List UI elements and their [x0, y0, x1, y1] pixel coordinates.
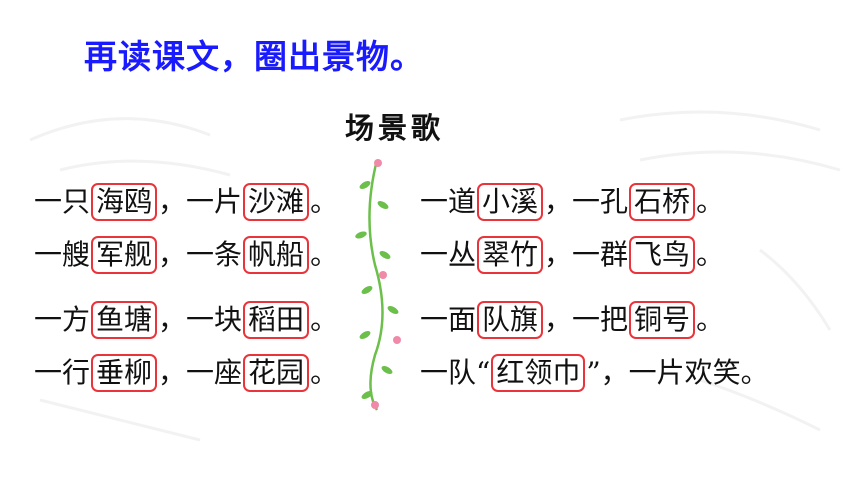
poem-line-left-3: 一方鱼塘，一块稻田。 [34, 300, 338, 340]
circled-scene-word: 稻田 [243, 301, 310, 339]
poem-line-right-3: 一面队旗，一把铜号。 [420, 300, 724, 340]
circled-scene-word: 垂柳 [91, 354, 158, 392]
circled-scene-word: 红领巾 [491, 354, 586, 392]
poem-line-left-1: 一只海鸥，一片沙滩。 [34, 182, 338, 222]
poem-line-left-4: 一行垂柳，一座花园。 [34, 353, 338, 393]
circled-scene-word: 沙滩 [243, 183, 310, 221]
flower-vine-divider [355, 159, 401, 411]
circled-scene-word: 翠竹 [477, 236, 544, 274]
circled-scene-word: 鱼塘 [91, 301, 158, 339]
poem-line-left-2: 一艘军舰，一条帆船。 [34, 235, 338, 275]
poem-title: 场景歌 [345, 111, 445, 145]
circled-scene-word: 石桥 [629, 183, 696, 221]
poem-line-right-1: 一道小溪，一孔石桥。 [420, 182, 724, 222]
circled-scene-word: 海鸥 [91, 183, 158, 221]
poem-line-right-2: 一丛翠竹，一群飞鸟。 [420, 235, 724, 275]
circled-scene-word: 帆船 [243, 236, 310, 274]
circled-scene-word: 军舰 [91, 236, 158, 274]
circled-scene-word: 飞鸟 [629, 236, 696, 274]
circled-scene-word: 铜号 [629, 301, 696, 339]
circled-scene-word: 小溪 [477, 183, 544, 221]
poem-line-right-4: 一队“红领巾”，一片欢笑。 [420, 353, 769, 393]
instruction-heading: 再读课文，圈出景物。 [84, 37, 424, 76]
circled-scene-word: 花园 [243, 354, 310, 392]
circled-scene-word: 队旗 [477, 301, 544, 339]
